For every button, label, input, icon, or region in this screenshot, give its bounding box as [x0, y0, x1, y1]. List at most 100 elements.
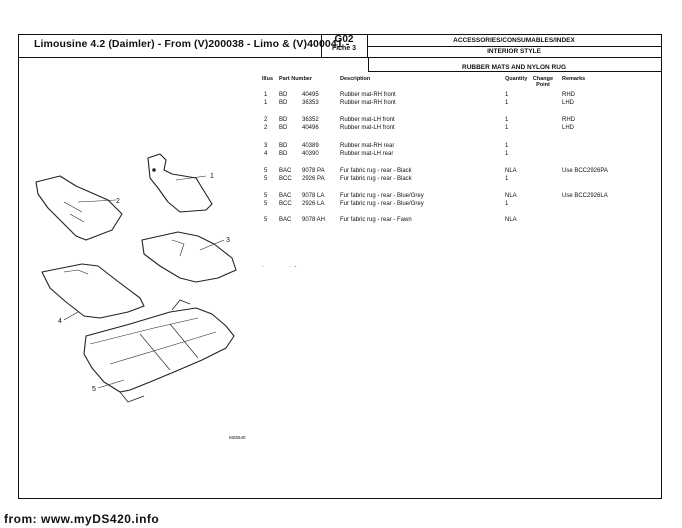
callout-5: 5: [92, 386, 96, 393]
row-part-number: 40496: [302, 125, 319, 131]
col-quantity: Quantity: [505, 76, 528, 82]
stray-marks: · · -: [262, 264, 297, 270]
row-description: Fur fabric rug - rear - Blue/Grey: [340, 193, 424, 199]
row-remarks: LHD: [562, 100, 575, 106]
header-divider: [18, 34, 662, 58]
row-part-number: 9078 LA: [302, 193, 325, 199]
row-quantity: NLA: [505, 217, 517, 223]
col-change-point: Change Point: [532, 76, 554, 88]
group-box: [368, 58, 662, 72]
row-part-prefix: BD: [279, 117, 288, 123]
mat-2-lh-front: [35, 175, 123, 241]
fiche-number: Fiche 3: [331, 45, 357, 52]
row-part-prefix: BAC: [279, 217, 292, 223]
callout-4: 4: [58, 318, 62, 325]
row-illus: 4: [264, 151, 268, 157]
mat-4-lh-rear: [41, 263, 145, 319]
section-title: ACCESSORIES/CONSUMABLES/INDEX: [453, 37, 575, 44]
row-illus: 5: [264, 217, 268, 223]
row-description: Rubber mat-LH front: [340, 125, 395, 131]
row-part-prefix: BAC: [279, 168, 292, 174]
row-part-number: 2926 LA: [302, 201, 325, 207]
col-illus: Illus: [262, 76, 274, 82]
row-quantity: NLA: [505, 193, 517, 199]
row-illus: 1: [264, 100, 268, 106]
row-description: Rubber mat-RH front: [340, 100, 396, 106]
row-part-prefix: BCC: [279, 201, 292, 207]
col-description: Description: [340, 76, 371, 82]
row-quantity: 1: [505, 92, 509, 98]
page-title: Limousine 4.2 (Daimler) - From (V)200038…: [34, 38, 350, 50]
row-description: Rubber mat-LH front: [340, 117, 395, 123]
row-remarks: Use BCC2926PA: [562, 168, 608, 174]
row-illus: 5: [264, 201, 268, 207]
section-divider: [368, 46, 662, 47]
row-part-prefix: BD: [279, 125, 288, 131]
rug-5-rear: [83, 307, 235, 393]
row-illus: 2: [264, 117, 268, 123]
section-code: G02: [334, 34, 354, 45]
row-quantity: NLA: [505, 168, 517, 174]
callout-1: 1: [210, 173, 214, 180]
row-quantity: 1: [505, 143, 509, 149]
row-description: Rubber mat-RH rear: [340, 143, 395, 149]
row-quantity: 1: [505, 125, 509, 131]
table-row: 5 BAC 9078 PA Fur fabric rug - rear - Black…: [0, 168, 682, 177]
row-part-number: 2926 PA: [302, 176, 325, 182]
row-remarks: RHD: [562, 92, 575, 98]
row-remarks: LHD: [562, 125, 575, 131]
source-footer[interactable]: from: www.myDS420.info: [4, 512, 160, 526]
row-illus: 5: [264, 176, 268, 182]
table-row: 3 BD 40389 Rubber mat-RH rear 1: [0, 143, 682, 152]
row-description: Rubber mat-LH rear: [340, 151, 394, 157]
row-illus: 5: [264, 168, 268, 174]
row-quantity: 1: [505, 201, 509, 207]
row-description: Fur fabric rug - rear - Fawn: [340, 217, 412, 223]
table-row: 5 BAC 9078 LA Fur fabric rug - rear - Blue/…: [0, 193, 682, 202]
group-title: RUBBER MATS AND NYLON RUG: [462, 64, 566, 71]
mat-1-rh-front: [147, 153, 213, 213]
drawing-reference: MZ6640: [229, 435, 246, 440]
mat-3-rh-rear: [141, 231, 237, 283]
page-frame: [18, 34, 662, 499]
table-row: 1 BD 40495 Rubber mat-RH front 1 RHD: [0, 92, 682, 101]
row-part-number: 36352: [302, 117, 319, 123]
row-illus: 1: [264, 92, 268, 98]
row-part-prefix: BCC: [279, 176, 292, 182]
row-description: Fur fabric rug - rear - Black: [340, 168, 412, 174]
row-part-number: 40495: [302, 92, 319, 98]
row-illus: 5: [264, 193, 268, 199]
rubber-mats-illustration: 1 2 3 4 5: [35, 153, 237, 403]
col-remarks: Remarks: [562, 76, 586, 82]
row-part-prefix: BD: [279, 151, 288, 157]
row-illus: 3: [264, 143, 268, 149]
row-part-prefix: BD: [279, 143, 288, 149]
row-quantity: 1: [505, 176, 509, 182]
callout-2: 2: [116, 198, 120, 205]
row-part-number: 36353: [302, 100, 319, 106]
col-part-number: Part Number: [279, 76, 313, 82]
row-part-prefix: BAC: [279, 193, 292, 199]
callout-3: 3: [226, 237, 230, 244]
row-remarks: Use BCC2926LA: [562, 193, 608, 199]
row-description: Fur fabric rug - rear - Black: [340, 176, 412, 182]
row-remarks: RHD: [562, 117, 575, 123]
subsection-title: INTERIOR STYLE: [487, 48, 541, 55]
row-quantity: 1: [505, 151, 509, 157]
table-row: 2 BD 36352 Rubber mat-LH front 1 RHD: [0, 117, 682, 126]
table-row: 5 BAC 9078 AH Fur fabric rug - rear - Fawn N…: [0, 217, 682, 226]
row-part-number: 9078 PA: [302, 168, 325, 174]
table-row: 2 BD 40496 Rubber mat-LH front 1 LHD: [0, 125, 682, 134]
row-part-number: 9078 AH: [302, 217, 326, 223]
row-quantity: 1: [505, 117, 509, 123]
row-description: Fur fabric rug - rear - Blue/Grey: [340, 201, 424, 207]
table-row: 5 BCC 2926 LA Fur fabric rug - rear - Blue/…: [0, 201, 682, 210]
table-row: 5 BCC 2926 PA Fur fabric rug - rear - Black…: [0, 176, 682, 185]
row-part-prefix: BD: [279, 92, 288, 98]
row-illus: 2: [264, 125, 268, 131]
row-description: Rubber mat-RH front: [340, 92, 396, 98]
code-box: [321, 34, 368, 58]
row-part-number: 40389: [302, 143, 319, 149]
